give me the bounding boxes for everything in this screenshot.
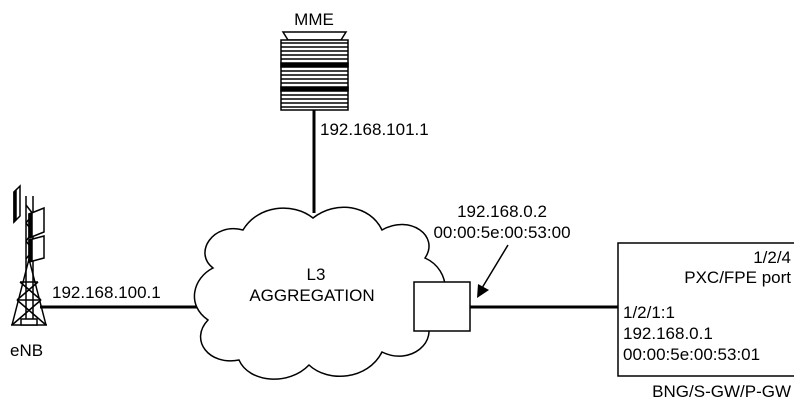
bng-ip-label: 192.168.0.1 xyxy=(623,324,713,343)
enb-tower-icon xyxy=(11,184,47,326)
bng-port-type-label: PXC/FPE port xyxy=(684,268,791,287)
cloud-label-line2: AGGREGATION xyxy=(249,286,374,305)
arrow-icon xyxy=(477,244,509,298)
vrrp-interface-box xyxy=(413,281,471,332)
enb-ip-label: 192.168.100.1 xyxy=(52,283,161,302)
mme-ip-label: 192.168.101.1 xyxy=(320,120,429,139)
cloud-label-line1: L3 xyxy=(307,265,326,284)
vrrp-mac-label: 00:00:5e:00:53:00 xyxy=(433,223,570,242)
bng-caption: BNG/S-GW/P-GW xyxy=(652,382,791,398)
mme-label: MME xyxy=(294,10,334,29)
bng-mac-label: 00:00:5e:00:53:01 xyxy=(623,345,760,364)
enb-label: eNB xyxy=(10,341,43,360)
vrrp-ip-label: 192.168.0.2 xyxy=(457,202,547,221)
bng-box xyxy=(617,242,794,377)
bng-port-top-label: 1/2/4 xyxy=(753,248,791,267)
bng-sap-label: 1/2/1:1 xyxy=(623,303,675,322)
mme-server-icon xyxy=(280,31,349,111)
